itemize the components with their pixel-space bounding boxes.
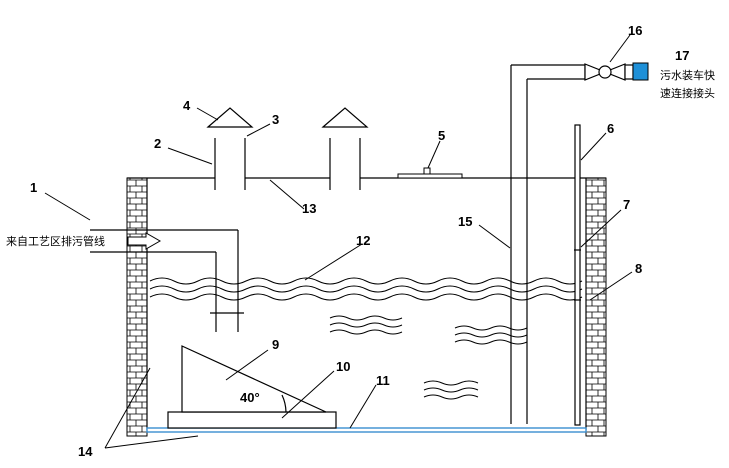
- water-ripples: [329, 315, 528, 400]
- label-13: 13: [302, 201, 316, 216]
- water-surface: [149, 285, 583, 293]
- level-gauge: [574, 124, 581, 426]
- quick-connector-icon: [632, 62, 649, 81]
- left-brick-wall: [126, 177, 148, 437]
- leader-lines: [44, 34, 633, 449]
- water-surface: [149, 277, 583, 285]
- label-11: 11: [376, 373, 390, 388]
- label-14: 14: [78, 444, 93, 459]
- label-1: 1: [30, 180, 37, 195]
- suction-pipe: [510, 64, 586, 424]
- angle-label: 40°: [240, 390, 260, 405]
- label-7: 7: [623, 197, 630, 212]
- inlet-label: 来自工艺区排污管线: [6, 234, 105, 248]
- tank-bottom-liner: [146, 427, 587, 433]
- water-surface: [149, 293, 583, 301]
- connector-label-line2: 速连接接头: [660, 87, 715, 100]
- connector-label-line1: 污水装车快: [660, 68, 715, 82]
- label-9: 9: [272, 337, 279, 352]
- label-2: 2: [154, 136, 161, 151]
- sloped-settling-block: [167, 345, 337, 429]
- vent-pipe-left: [206, 107, 254, 190]
- label-4: 4: [183, 98, 191, 113]
- label-8: 8: [635, 261, 642, 276]
- label-15: 15: [458, 214, 472, 229]
- vent-pipe-right: [321, 107, 369, 190]
- label-12: 12: [356, 233, 370, 248]
- right-brick-wall: [585, 177, 607, 437]
- inlet-pipe: [90, 229, 244, 332]
- flow-arrow-icon: [127, 232, 162, 250]
- label-3: 3: [272, 112, 279, 127]
- label-17: 17: [675, 48, 689, 63]
- label-5: 5: [438, 128, 445, 143]
- manhole-cover: [397, 167, 463, 179]
- label-16: 16: [628, 23, 642, 38]
- label-10: 10: [336, 359, 350, 374]
- label-6: 6: [607, 121, 614, 136]
- valve-icon: [584, 63, 634, 81]
